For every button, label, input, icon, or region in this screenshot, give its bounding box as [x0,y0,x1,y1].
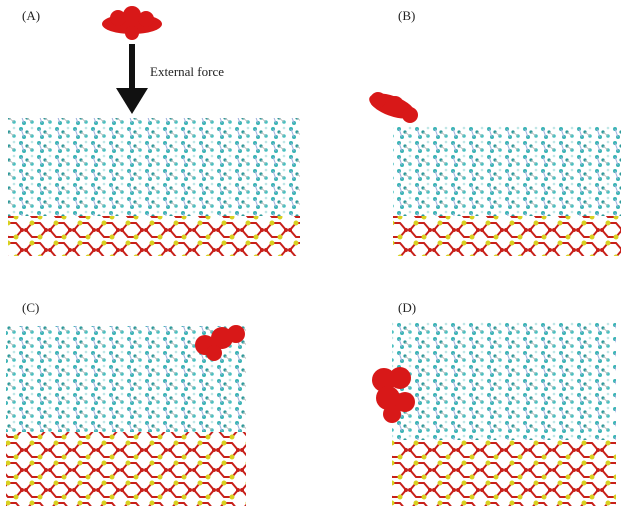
silica-substrate [393,216,621,256]
force-arrow-icon [116,44,148,114]
red-molecule [372,367,415,423]
red-molecule [195,325,245,361]
organic-layer [392,322,616,440]
panel-label-a: (A) [22,8,41,23]
panel-a-graphics [8,6,300,256]
silica-substrate [8,216,300,256]
panel-label-d: (D) [398,300,417,315]
panel-c-graphics [6,325,246,506]
panel-label-b: (B) [398,8,416,23]
silica-substrate [6,432,246,506]
red-molecule [369,92,418,123]
organic-layer [393,126,621,216]
panel-d-graphics [372,322,616,506]
panel-b-graphics [369,92,621,256]
organic-layer [8,118,300,216]
red-molecule [102,6,162,40]
external-force-label: External force [150,64,224,79]
silica-substrate [392,440,616,506]
panel-label-c: (C) [22,300,40,315]
